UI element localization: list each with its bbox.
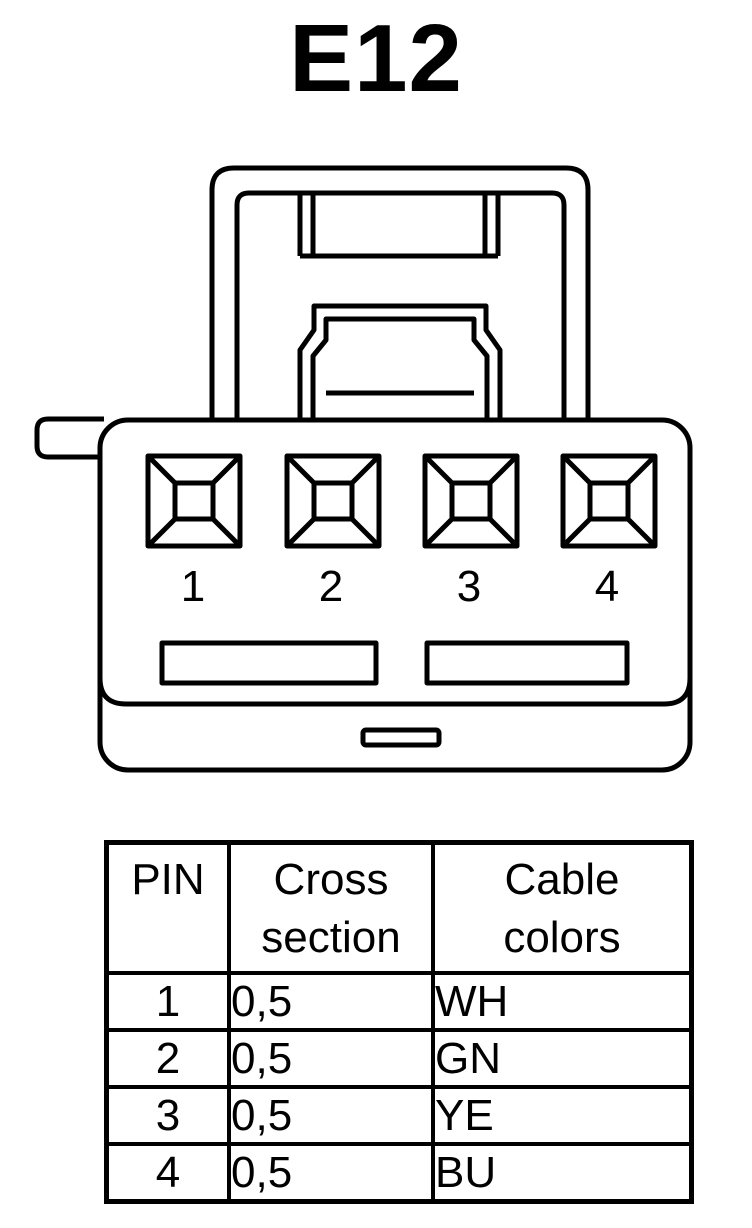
table-row: 4 0,5 BU [104,1142,694,1204]
pin-label-4: 4 [595,562,619,611]
header-pin: PIN [104,840,231,975]
table-row: 3 0,5 YE [104,1085,694,1146]
cable-color-cell: BU [431,1142,694,1204]
cable-color-cell: YE [431,1085,694,1146]
latch-housing [209,165,591,418]
cross-section-cell: 0,5 [227,971,435,1032]
cable-color-cell: WH [431,971,694,1032]
connector-body [97,417,693,773]
pin-label-1: 1 [181,562,205,611]
cross-section-cell: 0,5 [227,1028,435,1089]
cable-color-cell: GN [431,1028,694,1089]
pin-cell: 2 [104,1028,231,1089]
header-cross-section: Cross section [227,840,435,975]
diagram-title: E12 [289,5,463,112]
slot-right [424,640,630,686]
terminal-2 [284,453,382,549]
slot-left [159,640,379,686]
side-tab [34,416,104,460]
table-row: 1 0,5 WH [104,971,694,1032]
pin-cell: 3 [104,1085,231,1146]
pin-cell: 1 [104,971,231,1032]
pin-cell: 4 [104,1142,231,1204]
cross-section-cell: 0,5 [227,1142,435,1204]
cross-section-cell: 0,5 [227,1085,435,1146]
pin-label-3: 3 [457,562,481,611]
header-cable-colors: Cable colors [431,840,694,975]
table-header-row: PIN Cross section Cable colors [104,840,694,975]
coding-key [360,727,442,748]
terminal-1 [145,453,243,549]
pin-label-2: 2 [319,562,343,611]
connector-drawing: 1 2 3 4 [34,165,693,773]
terminal-4 [560,453,658,549]
pin-table: PIN Cross section Cable colors 1 0,5 WH … [104,840,694,1204]
table-row: 2 0,5 GN [104,1028,694,1089]
terminal-3 [422,453,520,549]
